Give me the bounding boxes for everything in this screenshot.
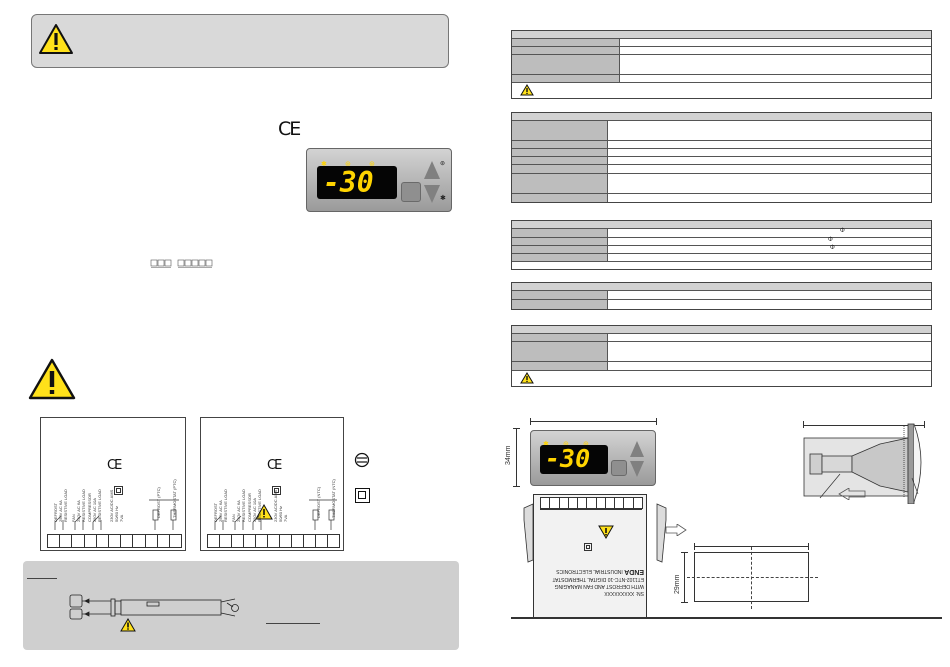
rear-description: WITH DEFROST AND FAN MANAGING [554, 583, 644, 589]
spec-table-5 [511, 325, 932, 387]
warning-small-icon [598, 525, 614, 539]
insert-arrow-icon [665, 524, 687, 536]
rear-serial: SN: XXXXXXXXX [604, 590, 644, 596]
relay-switches [54, 499, 179, 530]
double-insulation-icon [114, 486, 123, 495]
display-reading: -30 [545, 444, 591, 473]
controller-rear-label: SN: XXXXXXXXX WITH DEFROST AND FAN MANAG… [533, 494, 647, 618]
double-insulation-large-icon [355, 488, 370, 503]
warning-small-icon [255, 504, 273, 520]
dimension-line-height [516, 428, 517, 486]
dimension-height-cutout: 29mm [674, 574, 681, 594]
wiring-diagram-ptc: CE DEFROST 250V AC 6A RESISTIVE LOAD FAN… [40, 417, 186, 551]
terminal-block [207, 534, 340, 548]
display-reading: -30 [323, 166, 374, 199]
rear-model: ET1102-NTC-10 DIGITAL THERMOSTAT [552, 576, 644, 582]
ce-mark-small: CE [267, 458, 282, 473]
set-button[interactable] [401, 182, 421, 202]
spec-table-4 [511, 282, 932, 310]
fan-led-icon: ⊛ [345, 161, 351, 168]
page-footer-rule [511, 617, 942, 619]
cutout-width-line [694, 546, 809, 547]
cutout-height-line [684, 552, 685, 602]
dimension-line-depth [803, 425, 925, 426]
warning-large-icon [28, 358, 76, 400]
spec-table-2 [511, 112, 932, 203]
phi-symbol: Φ [828, 237, 833, 243]
phi-symbol: Φ [830, 245, 835, 251]
spec-table-1 [511, 30, 932, 99]
defrost-led-icon: ✱ [321, 161, 327, 168]
dimension-height-front: 34mm [505, 445, 512, 465]
warning-small-icon [520, 372, 534, 384]
panel-cutout [687, 547, 818, 609]
warning-small-icon [120, 618, 136, 632]
screw-terminal-icon [354, 452, 370, 468]
display-screen: -30 [317, 166, 397, 199]
sensor-cable-box [23, 561, 459, 650]
display-screen: -30 [540, 444, 608, 474]
sensor-probe-drawing [69, 594, 239, 620]
code-boxes [150, 259, 213, 268]
mounting-clips [523, 503, 667, 563]
warning-banner [31, 14, 449, 68]
controller-front-dimension: ✱ ⊛ ⊛ -30 [530, 430, 656, 486]
side-view-drawing [803, 423, 922, 504]
up-down-buttons[interactable] [423, 159, 441, 205]
fan-icon: ⊛ [440, 161, 446, 167]
relay-switches [214, 499, 337, 530]
warning-small-icon [520, 84, 534, 96]
warning-icon [39, 24, 73, 54]
terminal-block [47, 534, 183, 548]
ce-mark-small: CE [107, 458, 122, 473]
rear-label-text: SN: XXXXXXXXX WITH DEFROST AND FAN MANAG… [540, 567, 644, 596]
compressor-led-icon: ⊛ [369, 161, 375, 168]
spec-table-3: Φ Φ Φ [511, 220, 932, 270]
set-button[interactable] [611, 460, 627, 476]
remove-arrow-icon [838, 488, 866, 500]
double-insulation-icon [584, 543, 592, 551]
controller-front: ✱ ⊛ ⊛ -30 ⊛ ✱ [306, 148, 452, 212]
ce-mark: CE [278, 118, 301, 140]
wiring-diagram-ntc: CE DEFROST 250V AC 6A RESISTIVE LOAD FAN… [200, 417, 344, 551]
double-insulation-icon [272, 486, 281, 495]
up-down-buttons[interactable] [629, 439, 645, 479]
phi-symbol: Φ [840, 228, 845, 234]
dimension-line-width [530, 421, 657, 422]
defrost-icon: ✱ [440, 195, 446, 202]
terminal-block [540, 497, 643, 509]
